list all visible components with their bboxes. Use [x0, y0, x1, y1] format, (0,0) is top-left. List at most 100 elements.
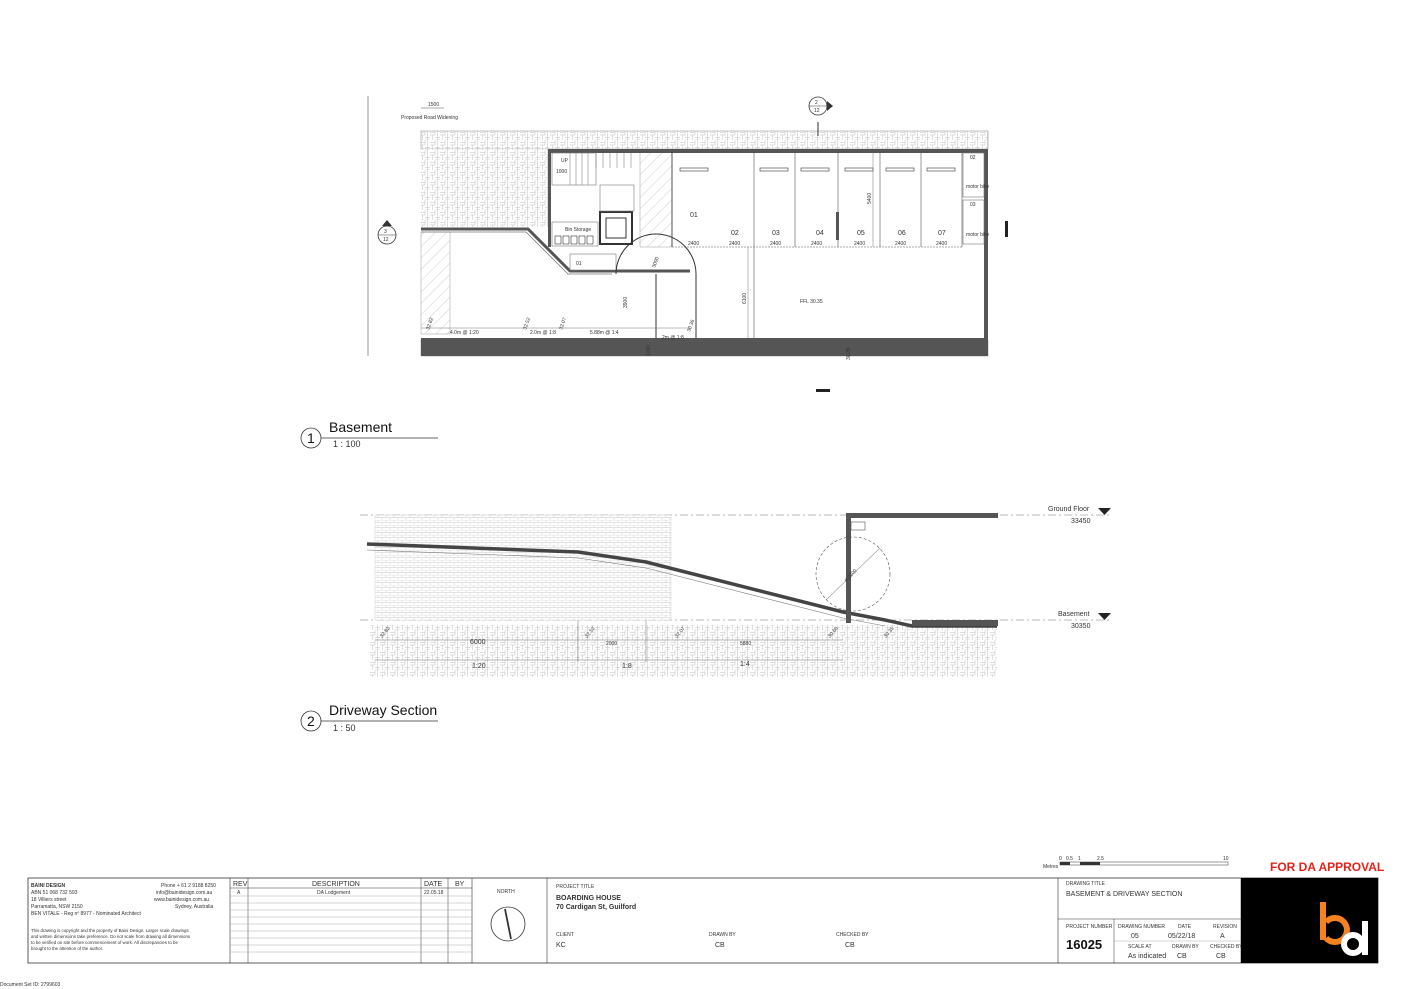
svg-text:DATE: DATE — [1178, 924, 1192, 930]
north-arrow: NORTH — [490, 889, 526, 942]
section-marker-left: 3 12 — [377, 220, 397, 245]
space-number: 02 — [731, 230, 739, 237]
svg-text:Phone + 61 2 9188 8250: Phone + 61 2 9188 8250 — [161, 883, 216, 889]
svg-text:2m @ 1:8: 2m @ 1:8 — [662, 335, 684, 341]
drawing-title: BASEMENT & DRIVEWAY SECTION — [1066, 891, 1182, 898]
svg-text:2.5: 2.5 — [1097, 856, 1104, 862]
svg-text:32.52: 32.52 — [522, 317, 532, 331]
svg-text:6000: 6000 — [470, 639, 486, 646]
svg-text:CB: CB — [1177, 953, 1187, 960]
basement-level: 30350 — [1071, 623, 1091, 630]
space-width: 2400 — [854, 241, 865, 247]
stairs: UP 1000 — [551, 152, 632, 186]
svg-text:3900: 3900 — [623, 297, 629, 308]
svg-text:2.0m @ 1:8: 2.0m @ 1:8 — [530, 330, 556, 336]
svg-text:1000: 1000 — [646, 345, 652, 356]
svg-text:As indicated: As indicated — [1128, 953, 1166, 960]
document-set-id: Document Set ID: 2799603 — [0, 982, 61, 988]
project-address: 70 Cardigan St, Guilford — [556, 904, 636, 911]
basement-label: Basement — [1058, 611, 1090, 618]
svg-text:REVISION: REVISION — [1213, 924, 1237, 930]
svg-text:PROJECT TITLE: PROJECT TITLE — [556, 884, 595, 890]
bd-logo — [1241, 878, 1378, 963]
section-ramp-bottom — [366, 549, 886, 627]
svg-text:05/22/18: 05/22/18 — [1168, 933, 1195, 940]
svg-text:6100: 6100 — [742, 293, 748, 304]
title-block: Metres 0 0.5 1 2.5 10 FOR DA APPROVAL BA… — [27, 856, 1384, 964]
clearance-circle — [815, 536, 891, 612]
svg-text:12: 12 — [814, 108, 820, 114]
svg-text:02: 02 — [970, 155, 976, 161]
svg-text:Parramatta, NSW 2150: Parramatta, NSW 2150 — [31, 904, 83, 910]
svg-text:Metres: Metres — [1043, 864, 1059, 870]
section-masonry — [374, 514, 672, 621]
svg-text:BY: BY — [455, 881, 465, 888]
svg-text:5880: 5880 — [740, 641, 751, 647]
svg-text:DRAWN BY: DRAWN BY — [709, 932, 736, 938]
space-number: 06 — [898, 230, 906, 237]
plan-paving-left — [421, 149, 548, 227]
svg-text:1000: 1000 — [556, 169, 567, 175]
space-width: 2400 — [895, 241, 906, 247]
service-room — [569, 253, 617, 271]
bin-storage: Bin Storage — [551, 221, 599, 247]
scale-bar: Metres 0 0.5 1 2.5 10 — [1043, 856, 1229, 870]
lift — [599, 184, 635, 245]
svg-text:PROJECT NUMBER: PROJECT NUMBER — [1066, 924, 1113, 930]
svg-text:DRAWN BY: DRAWN BY — [1172, 944, 1199, 950]
space-number: 03 — [772, 230, 780, 237]
section-slab-basement — [912, 620, 998, 626]
svg-text:10: 10 — [1223, 856, 1229, 862]
space-width: 2400 — [729, 241, 740, 247]
svg-text:UP: UP — [561, 158, 569, 164]
svg-text:DRAWING TITLE: DRAWING TITLE — [1066, 881, 1106, 887]
section-cut-right — [1005, 221, 1008, 237]
svg-text:2: 2 — [815, 100, 818, 106]
space-labels: 01 2400 02 2400 03 2400 04 2400 05 2400 … — [688, 212, 947, 247]
view-title-basement: 1 Basement 1 : 100 — [300, 419, 438, 449]
driveway-wall-lower — [421, 231, 612, 275]
svg-text:REV: REV — [233, 881, 248, 888]
space-number: 01 — [690, 212, 698, 219]
svg-text:SCALE AT: SCALE AT — [1128, 944, 1152, 950]
svg-text:motor bike: motor bike — [966, 232, 990, 238]
svg-text:CHECKED BY: CHECKED BY — [836, 932, 869, 938]
view-scale: 1 : 50 — [333, 723, 356, 733]
ground-floor-label: Ground Floor — [1048, 506, 1090, 513]
project-title: BOARDING HOUSE — [556, 895, 621, 902]
svg-text:0.5: 0.5 — [1066, 856, 1073, 862]
svg-text:CLIENT: CLIENT — [556, 932, 574, 938]
svg-text:CB: CB — [715, 942, 725, 949]
svg-text:and written dimensions take pr: and written dimensions take preference. … — [31, 934, 191, 939]
view-scale: 1 : 100 — [333, 439, 361, 449]
svg-text:1: 1 — [307, 430, 315, 446]
svg-text:A: A — [237, 890, 241, 896]
svg-text:Bin Storage: Bin Storage — [565, 227, 591, 233]
svg-text:FFL 30.35: FFL 30.35 — [800, 299, 823, 305]
space-width: 2400 — [688, 241, 699, 247]
project-number: 16025 — [1066, 937, 1102, 952]
section-slab-ground — [848, 513, 998, 518]
driveway-section: ø 2200 Ground Floor 33450 Basement 30350… — [360, 506, 1111, 677]
svg-text:22.05.18: 22.05.18 — [424, 890, 444, 896]
svg-text:ABN 51 068 732 593: ABN 51 068 732 593 — [31, 890, 78, 896]
road-widening-dim: 1500 — [428, 102, 439, 108]
svg-text:info@bainidesign.com.au: info@bainidesign.com.au — [156, 890, 212, 896]
svg-text:CB: CB — [1216, 953, 1226, 960]
svg-text:32.07: 32.07 — [558, 317, 568, 331]
svg-text:KC: KC — [556, 942, 566, 949]
svg-text:32.82: 32.82 — [425, 317, 435, 331]
svg-text:DA Lodgement: DA Lodgement — [317, 890, 351, 896]
svg-text:Sydney, Australia: Sydney, Australia — [175, 904, 213, 910]
approval-stamp: FOR DA APPROVAL — [1270, 860, 1384, 874]
svg-text:1:8: 1:8 — [622, 663, 632, 670]
svg-text:18 Villiers street: 18 Villiers street — [31, 897, 67, 903]
svg-text:0: 0 — [1059, 856, 1062, 862]
section-ground — [370, 625, 997, 677]
plan-dimensions: 5400 6100 3000 3900 1000 FFL 30.35 4.0m … — [421, 152, 874, 360]
section-marker-top: 2 12 — [808, 96, 833, 136]
svg-text:BEN VITALE - Reg nº 8977 - Nom: BEN VITALE - Reg nº 8977 - Nominated Arc… — [31, 911, 141, 917]
svg-text:DESCRIPTION: DESCRIPTION — [312, 881, 360, 888]
svg-text:4.0m @ 1:20: 4.0m @ 1:20 — [450, 330, 479, 336]
space-number: 04 — [816, 230, 824, 237]
